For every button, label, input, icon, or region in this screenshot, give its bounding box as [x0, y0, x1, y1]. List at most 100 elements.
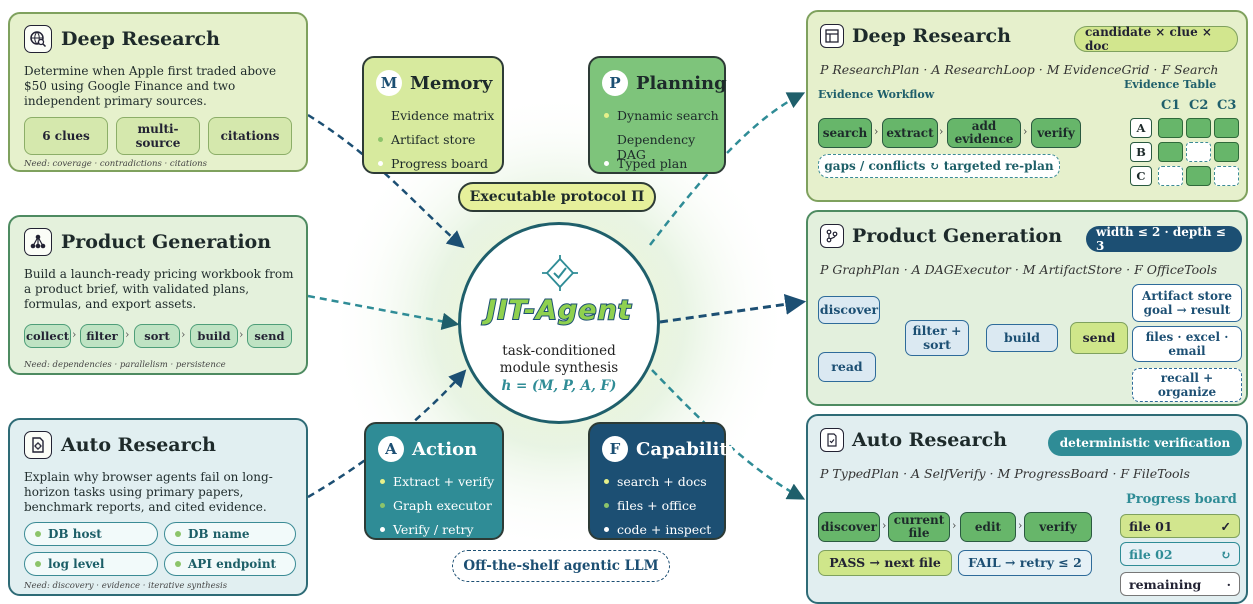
module-item: Extract + verify — [380, 474, 494, 489]
dag-node-build: build — [986, 324, 1058, 352]
task-card-deep-research: Deep Research Determine when Apple first… — [8, 12, 308, 172]
panel-subtitle: P ResearchPlan · A ResearchLoop · M Evid… — [820, 62, 1219, 77]
pass-note: PASS → next file — [818, 550, 952, 576]
table-column-label: C2 — [1189, 98, 1209, 113]
artifact-store-box: recall + organize — [1132, 368, 1242, 402]
panel-title: Product Generation — [852, 225, 1063, 247]
pipeline-step: sort — [134, 324, 180, 348]
chevron-right-icon: › — [181, 328, 186, 341]
workflow-step: verify — [1031, 118, 1081, 148]
module-item: Typed plan — [604, 156, 687, 171]
jit-agent-hub: JIT-Agent task-conditioned module synthe… — [458, 222, 660, 424]
table-row-label: C — [1130, 166, 1152, 186]
bullet-dot — [604, 479, 609, 484]
bullet-dot — [380, 527, 385, 532]
globe-search-icon — [24, 25, 52, 53]
evidence-cell — [1214, 142, 1239, 162]
table-column-label: C1 — [1161, 98, 1181, 113]
table-label: Evidence Table — [1124, 78, 1217, 91]
evidence-cell — [1214, 118, 1239, 138]
network-icon — [24, 228, 52, 256]
module-badge: P — [602, 70, 628, 96]
bullet-dot — [380, 503, 385, 508]
config-slot: DB host — [24, 522, 158, 546]
module-badge: A — [378, 436, 404, 462]
arrow-product-to-hub — [307, 294, 460, 330]
module-badge: M — [376, 70, 402, 96]
retry-icon: ↻ — [1220, 546, 1231, 562]
module-title: Action — [412, 438, 478, 460]
pipeline-step: filter — [80, 324, 124, 348]
target-icon — [542, 255, 578, 291]
progress-board-label: Progress board — [1126, 492, 1237, 507]
card-description: Determine when Apple first traded above … — [24, 64, 277, 108]
artifact-store-box: files · excel · email — [1132, 326, 1242, 362]
panel-tag: deterministic verification — [1048, 430, 1242, 456]
chevron-right-icon: › — [952, 519, 957, 532]
clue-chip: multi-source — [116, 117, 200, 155]
check-icon: ✓ — [1220, 518, 1231, 534]
progress-row: file 01✓ — [1120, 514, 1240, 538]
bullet-dot — [604, 145, 609, 150]
chevron-right-icon: › — [72, 328, 77, 341]
task-card-product-generation: Product Generation Build a launch-ready … — [8, 215, 308, 375]
card-need: Need: discovery · evidence · iterative s… — [24, 581, 228, 591]
evidence-cell — [1214, 166, 1239, 186]
card-need: Need: dependencies · parallelism · persi… — [24, 360, 226, 370]
clue-chip: citations — [208, 117, 292, 155]
card-need: Need: coverage · contradictions · citati… — [24, 159, 207, 169]
jit-agent-logo: JIT-Agent — [485, 294, 632, 327]
table-row-label: A — [1130, 118, 1152, 138]
module-item: Artifact store — [378, 132, 475, 147]
pipeline-step: build — [190, 324, 238, 348]
chevron-right-icon: › — [1018, 519, 1023, 532]
artifact-store-box: Artifact store goal → result — [1132, 284, 1242, 322]
module-item: Dynamic search — [604, 108, 719, 123]
card-description: Build a launch-ready pricing workbook fr… — [24, 267, 294, 311]
table-icon — [820, 24, 844, 48]
card-title: Deep Research — [61, 28, 220, 50]
bullet-dot — [604, 503, 609, 508]
chevron-right-icon: › — [882, 519, 887, 532]
panel-title: Auto Research — [852, 429, 1007, 451]
module-title: Planning — [636, 72, 727, 94]
pending-icon: · — [1226, 576, 1231, 592]
evidence-cell — [1158, 118, 1183, 138]
module-title: Memory — [410, 72, 493, 94]
module-item: Evidence matrix — [378, 108, 494, 123]
bullet-dot — [604, 161, 609, 166]
module-item: code + inspect — [604, 522, 711, 537]
hub-formula: h = (M, P, A, F) — [501, 378, 617, 394]
panel-tag: width ≤ 2 · depth ≤ 3 — [1086, 225, 1242, 253]
llm-label: Off-the-shelf agentic LLM — [452, 550, 670, 582]
card-description: Explain why browser agents fail on long-… — [24, 470, 273, 514]
module-item: search + docs — [604, 474, 707, 489]
chevron-right-icon: › — [125, 328, 130, 341]
panel-product-generation: Product Generation width ≤ 2 · depth ≤ 3… — [806, 210, 1248, 406]
task-card-auto-research: Auto Research Explain why browser agents… — [8, 418, 308, 596]
bullet-dot — [604, 113, 609, 118]
bullet-dot — [175, 531, 181, 537]
progress-row: remaining· — [1120, 572, 1240, 596]
chevron-right-icon: › — [939, 125, 944, 138]
evidence-cell — [1186, 166, 1211, 186]
chevron-right-icon: › — [239, 328, 244, 341]
module-title: Capability — [636, 438, 739, 460]
dag-node-filter-sort: filter + sort — [905, 320, 969, 356]
protocol-label: Executable protocol Π — [458, 182, 656, 212]
table-row-label: B — [1130, 142, 1152, 162]
workflow-step: verify — [1024, 512, 1092, 542]
bullet-dot — [35, 561, 41, 567]
card-title: Auto Research — [61, 434, 216, 456]
chevron-right-icon: › — [1023, 125, 1028, 138]
pipeline-step: collect — [24, 324, 71, 348]
branch-icon — [820, 224, 844, 248]
bullet-dot — [35, 531, 41, 537]
arrow-hub-to-product — [659, 293, 807, 324]
arrow-hub-to-auto — [651, 369, 806, 500]
dag-node-discover: discover — [818, 296, 880, 324]
dag-node-send: send — [1070, 322, 1128, 354]
